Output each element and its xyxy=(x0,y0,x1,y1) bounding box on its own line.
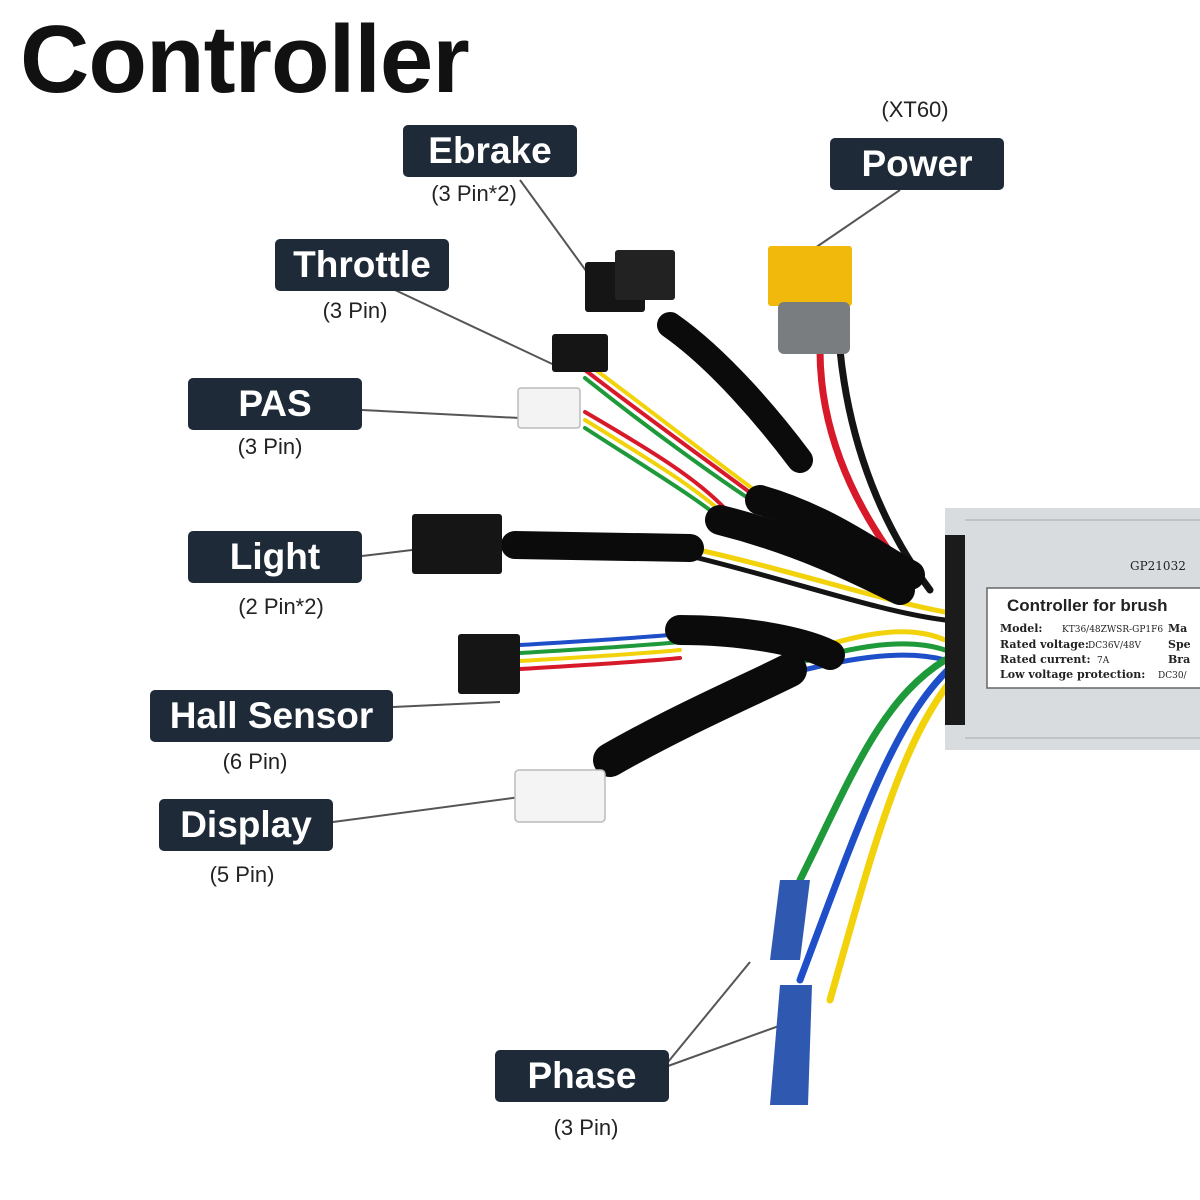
power-label: Power xyxy=(830,138,1004,190)
plate-right-1: Ma xyxy=(1168,622,1187,635)
display-note: (5 Pin) xyxy=(209,862,275,887)
controller-housing: GP21032 Controller for brush Model: KT36… xyxy=(945,508,1200,750)
hall-sensor-note: (6 Pin) xyxy=(222,749,288,774)
serial-text: GP21032 xyxy=(1130,559,1186,573)
page-title: Controller xyxy=(20,6,470,113)
plate-lvp-value: DC30/ xyxy=(1158,671,1188,681)
plate-voltage-label: Rated voltage: xyxy=(1000,638,1089,651)
sleeves xyxy=(501,312,925,777)
pas-note: (3 Pin) xyxy=(237,434,303,459)
display-connector xyxy=(514,769,606,823)
plate-right-3: Bra xyxy=(1168,653,1190,666)
plate-heading: Controller for brush xyxy=(1007,596,1168,615)
throttle-note: (3 Pin) xyxy=(322,298,388,323)
pas-connector xyxy=(517,387,581,429)
leader-lines xyxy=(332,179,901,1067)
plate-current-value: 7A xyxy=(1097,656,1110,666)
plate-right-2: Spe xyxy=(1168,638,1191,651)
phase-terminals xyxy=(770,880,812,1105)
plate-model-label: Model: xyxy=(1000,622,1042,635)
ebrake-note: (3 Pin*2) xyxy=(431,181,517,206)
pas-label: PAS xyxy=(188,378,362,430)
throttle-connector xyxy=(552,334,608,372)
plate-model-value: KT36/48ZWSR-GP1F6 xyxy=(1062,625,1163,635)
light-label: Light xyxy=(188,531,362,583)
ebrake-label: Ebrake xyxy=(403,125,577,177)
power-note: (XT60) xyxy=(881,97,949,122)
plate-lvp-label: Low voltage protection: xyxy=(1000,668,1145,681)
hall-sensor-label: Hall Sensor xyxy=(150,690,393,742)
phase-label: Phase xyxy=(495,1050,669,1102)
spec-plate xyxy=(986,587,1200,689)
light-connector xyxy=(412,514,502,574)
ebrake-connector xyxy=(585,250,675,312)
phase-note: (3 Pin) xyxy=(553,1115,619,1140)
connectors xyxy=(412,246,852,1105)
xt60-connector xyxy=(768,246,852,354)
display-label: Display xyxy=(159,799,333,851)
plate-current-label: Rated current: xyxy=(1000,653,1091,666)
hall-connector xyxy=(458,634,520,694)
light-note: (2 Pin*2) xyxy=(238,594,324,619)
wires xyxy=(518,346,959,1004)
throttle-label: Throttle xyxy=(275,239,449,291)
plate-voltage-value: DC36V/48V xyxy=(1088,641,1142,651)
